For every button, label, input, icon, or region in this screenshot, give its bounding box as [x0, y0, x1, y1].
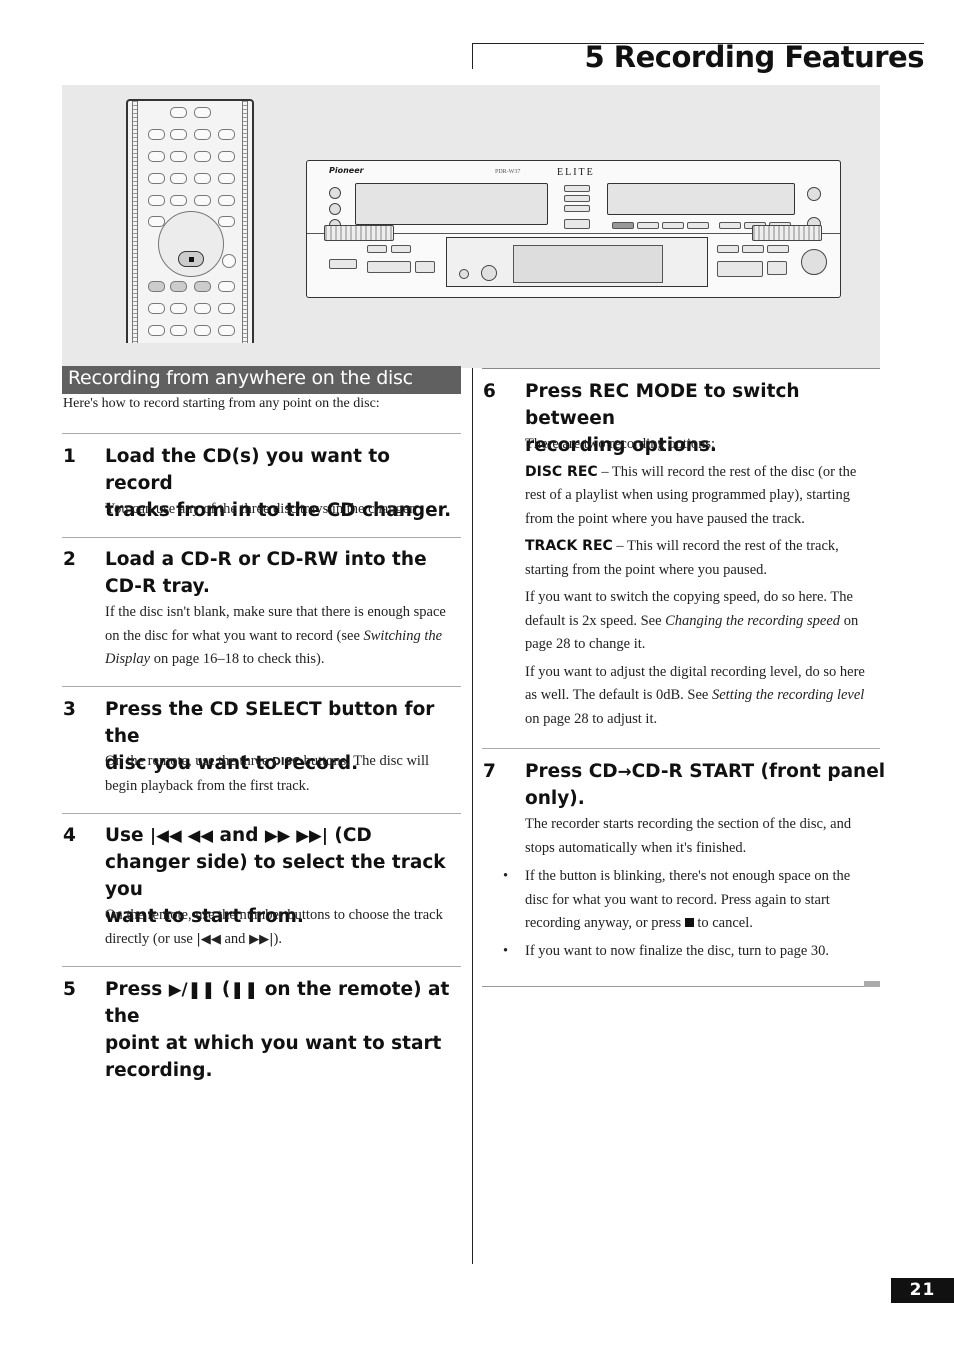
stop-icon [684, 918, 694, 927]
pause-icon: ❚❚ [230, 980, 259, 999]
arrow-right-icon: → [617, 762, 632, 781]
step-7: 7 Press CD→CD-R START (front panel only)… [483, 761, 886, 809]
chapter-title: 5 Recording Features [584, 40, 924, 74]
section-intro: Here's how to record starting from any p… [63, 396, 380, 411]
next-icon: ▶▶| [249, 931, 274, 947]
recorder-front-panel-image: Pioneer PDR-W37 ELITE [306, 160, 841, 298]
next-icon: ▶▶ ▶▶| [264, 826, 328, 845]
step-4: 4 Use |◀◀ ◀◀ and ▶▶ ▶▶| (CD changer side… [63, 825, 446, 927]
step-6-body: There are two recording options: DISC RE… [525, 436, 865, 727]
step-2-body: If the disc isn't blank, make sure that … [105, 604, 446, 667]
column-divider [472, 368, 473, 1264]
page-number: 21 [891, 1278, 954, 1303]
divider [62, 537, 461, 538]
divider [62, 433, 461, 434]
bullet-item: • If the button is blinking, there's not… [503, 868, 851, 931]
device-illustration: Pioneer PDR-W37 ELITE [62, 85, 880, 368]
divider [62, 966, 461, 967]
track-rec-label: TRACK REC [525, 538, 613, 554]
section-heading: Recording from anywhere on the disc [62, 366, 461, 394]
section-end-rule [482, 986, 880, 987]
step-3-body: On the remote, use the three DISC button… [105, 753, 430, 794]
previous-icon: |◀◀ [196, 931, 221, 947]
step-5: 5 Press ▶/❚❚ (❚❚ on the remote) at the p… [63, 979, 450, 1081]
divider [482, 748, 880, 749]
disc-rec-label: DISC REC [525, 463, 598, 480]
bullet-item: • If you want to now finalize the disc, … [503, 943, 830, 959]
chapter-rule [472, 43, 924, 69]
section-end-marker [864, 981, 880, 987]
divider [482, 368, 880, 369]
model-label: PDR-W37 [495, 169, 521, 175]
cd-changer-tray [355, 183, 548, 225]
step-1-body: You can use any of the three disc trays … [105, 501, 417, 517]
divider [62, 686, 461, 687]
remote-control-image [126, 99, 254, 343]
series-label: ELITE [557, 167, 595, 178]
step-4-body: On the remote, use the number buttons to… [105, 907, 443, 947]
play-pause-icon: ▶/❚❚ [168, 980, 216, 999]
previous-icon: |◀◀ ◀◀ [150, 826, 214, 845]
brand-logo: Pioneer [329, 166, 364, 175]
step-7-body: The recorder starts recording the sectio… [525, 816, 852, 856]
divider [62, 813, 461, 814]
cd-r-tray [607, 183, 795, 215]
